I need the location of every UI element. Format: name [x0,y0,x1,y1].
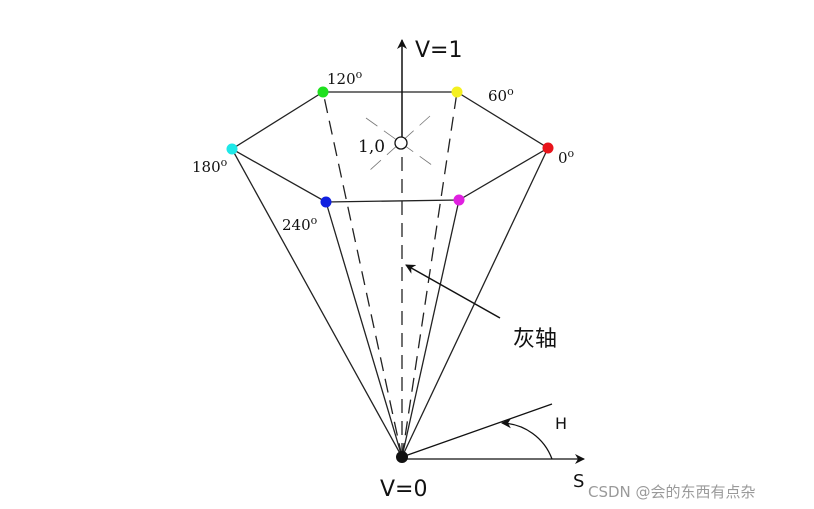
hue-arc-arrow [501,418,553,460]
hidden-edges [322,91,458,458]
vertex-0 [542,142,554,154]
gray-axis-label: 灰轴 [513,327,557,352]
vertex-180 [226,143,238,155]
cone-edges [231,147,549,458]
angle-label-120: 120o [327,68,363,88]
angle-label-0: 0o [558,147,575,167]
hue-line [401,403,553,458]
center-label: 1,0 [358,137,385,157]
vertex-60 [451,86,463,98]
axis-top-label: V=1 [415,38,462,63]
hexagon [230,91,550,203]
angle-label-240: 240o [282,214,318,234]
vertex-120 [317,86,329,98]
axis-bottom-label: V=0 [380,477,427,502]
angle-label-180: 180o [192,156,228,176]
white-point [394,136,408,150]
angle-label-60: 60o [488,85,514,105]
h-label: H [555,414,567,433]
vertex-240 [320,196,332,208]
watermark: CSDN @会的东西有点杂 [588,483,756,501]
gray-axis-pointer [405,264,501,319]
vertex-300 [453,194,465,206]
s-label: S [573,471,584,492]
